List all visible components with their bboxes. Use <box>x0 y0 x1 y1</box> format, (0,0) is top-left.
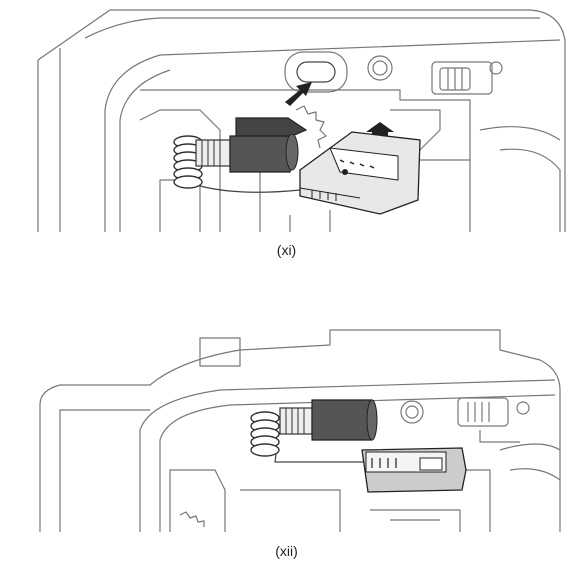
figure-caption-xi: (xi) <box>276 242 297 258</box>
figure-caption-xii: (xii) <box>275 543 298 559</box>
card-connector <box>299 131 421 215</box>
card-connector <box>361 447 467 493</box>
cable-plug <box>279 399 378 441</box>
housing-outline <box>37 9 566 232</box>
cable-plug <box>195 117 308 173</box>
housing-outline <box>39 329 561 532</box>
port-slot <box>284 51 348 93</box>
figure-xi-illustration <box>37 9 566 232</box>
figure-xii <box>0 320 573 532</box>
up-right-arrow-icon <box>285 82 312 106</box>
figure-xii-illustration <box>39 329 561 532</box>
coiled-cable <box>250 411 280 457</box>
inner-bezel <box>104 39 561 232</box>
figure-xi <box>0 0 573 232</box>
